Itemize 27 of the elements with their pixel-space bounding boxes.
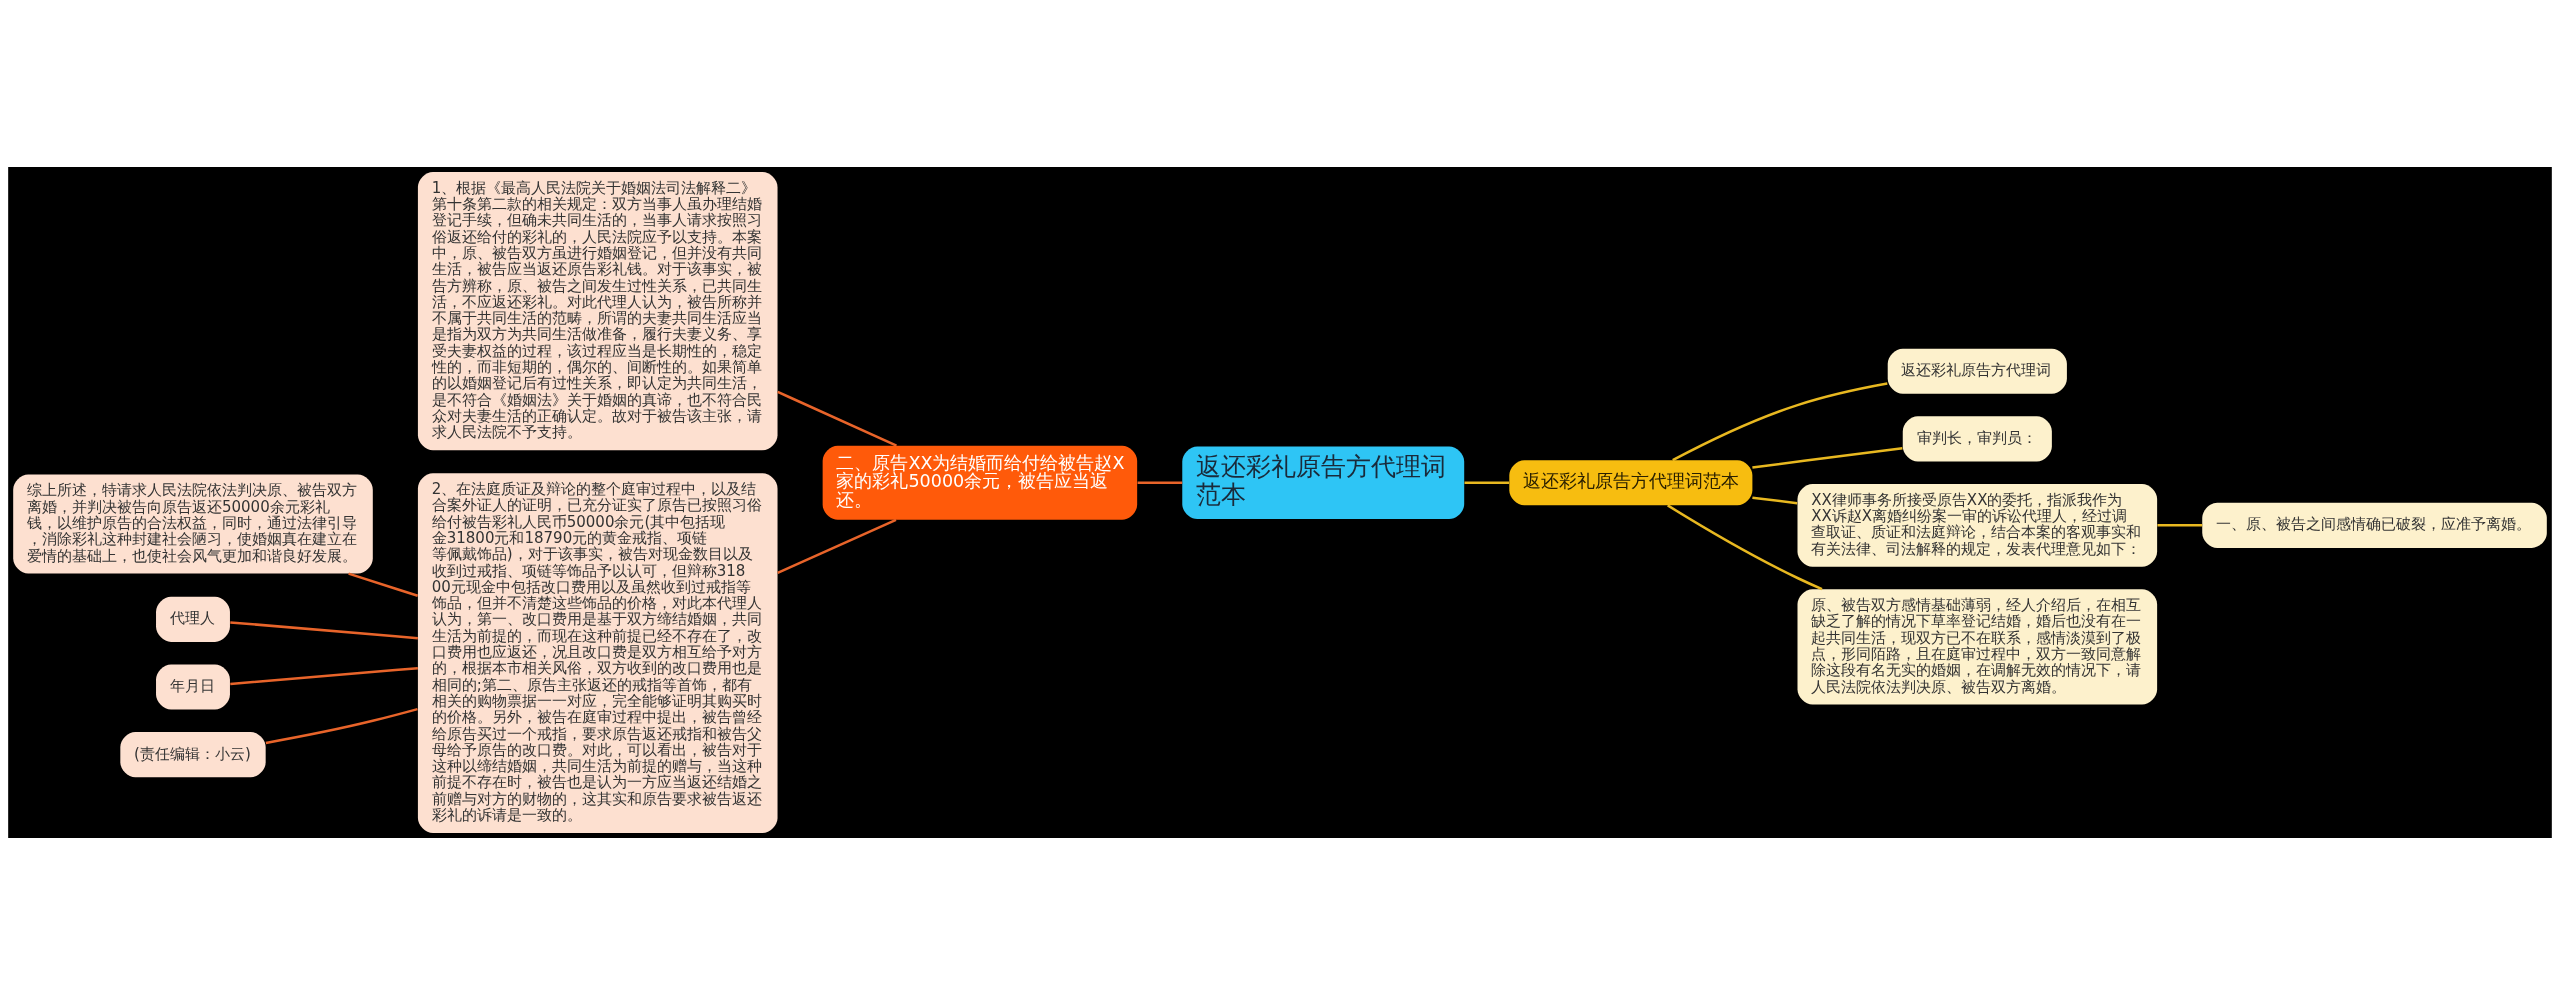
connector [230,621,418,640]
connector [1137,481,1183,484]
node-box: XX律师事务所接受原告XX的委托，指派我作为XX诉赵X离婚纠纷案一审的诉讼代理人，经过调查取证、质证和法庭辩论，结合本案的客观事实和有关法律、司法解释的规定，发表代理意见如下： [1797,484,2158,567]
connector [1752,496,1798,505]
connector [1752,447,1903,469]
node-box: 原、被告双方感情基础薄弱，经人介绍后，在相互缺乏了解的情况下草率登记结婚，婚后也没有在一起共同生活，现双方已不在联系，感情淡漠到了极点，形同陌路，且在庭审过程中，双方一致同意解除这段有名无实的婚姻，在调解无效的情况下，请人民法院依法判决原、被告双方离婚。 [1797,589,2158,705]
connector [1667,504,1823,591]
node-box: 代理人 [156,596,230,642]
node-box: 返还彩礼原告方代理词范本 [1182,446,1465,520]
node-box: 年月日 [156,664,230,710]
connector [2157,524,2203,527]
node-box: 1、根据《最高人民法院关于婚姻法司法解释二》第十条第二款的相关规定：双方当事人虽办理结婚登记手续，但确未共同生活的，当事人请求按照习俗返还给付的彩礼的，人民法院应予以支持。本案中，原、被告双方虽进行婚姻登记，但并没有共同生活，被告应当返还原告彩礼钱。对于该事实，被告方辨称，原、被告之间发生过性关系，已共同生活，不应返还彩礼。对此代理人认为，被告所称并不属于共同生活的范畴，所谓的夫妻共同生活应当是指为双方为共同生活做准备，履行夫妻义务、享受夫妻权益的过程，该过程应当是长期性的，稳定性的，而非短期的，偶尔的、间断性的。如果简单的以婚姻登记后有过性关系，即认定为共同生活，是不符合《婚姻法》关于婚姻的真谛，也不符合民众对夫妻生活的正确认定。故对于被告该主张，请求人民法院不予支持。 [417,172,778,451]
node-box: 返还彩礼原告方代理词范本 [1509,460,1753,506]
node-box: 2、在法庭质证及辩论的整个庭审过程中，以及结合案外证人的证明，已充分证实了原告已按照习俗给付被告彩礼人民币50000余元(其中包括现金31800元和18790元的黄金戒指、项链等佩戴饰品)，对于该事实，被告对现金数目以及收到过戒指、项链等饰品予以认可，但辩称31800元现金中包括改口费用以及虽然收到过戒指等饰品，但并不清楚这些饰品的价格，对此本代理人认为，第一、改口费用是基于双方缔结婚姻，共同生活为前提的，而现在这种前提已经不存在了，改口费用也应返还，况且改口费是双方相互给予对方的，根据本市相关风俗，双方收到的改口费用也是相同的;第二、原告主张返还的戒指等首饰，都有相关的购物票据一一对应，完全能够证明其购买时的价格。另外，被告在庭审过程中提出，被告曾经给原告买过一个戒指，要求原告返还戒指和被告父母给予原告的改口费。对此，可以看出，被告对于这种以缔结婚姻，共同生活为前提的赠与，当这种前提不存在时，被告也是认为一方应当返还结婚之前赠与对方的财物的，这其实和原告要求被告返还彩礼的诉请是一致的。 [417,473,778,833]
connector [348,572,419,597]
connector [265,707,418,745]
connector [777,390,897,447]
connector [230,666,418,686]
node-box: 一、原、被告之间感情确已破裂，应准予离婚。 [2202,502,2547,548]
connector [777,518,897,575]
node-box: (责任编辑：小云) [120,732,266,778]
connector [1464,481,1510,484]
node-box: 审判长，审判员： [1902,416,2052,462]
node-box: 二、原告XX为结婚而给付给被告赵X家的彩礼50000余元，被告应当返还。 [822,445,1138,520]
node-box: 综上所述，特请求人民法院依法判决原、被告双方离婚，并判决被告向原告返还50000余元彩礼钱，以维护原告的合法权益，同时，通过法律引导，消除彩礼这种封建社会陋习，使婚姻真在建立在爱情的基础上，也使社会风气更加和谐良好发展。 [13,474,373,574]
node-box: 返还彩礼原告方代理词 [1887,348,2067,394]
connector [1672,382,1888,462]
